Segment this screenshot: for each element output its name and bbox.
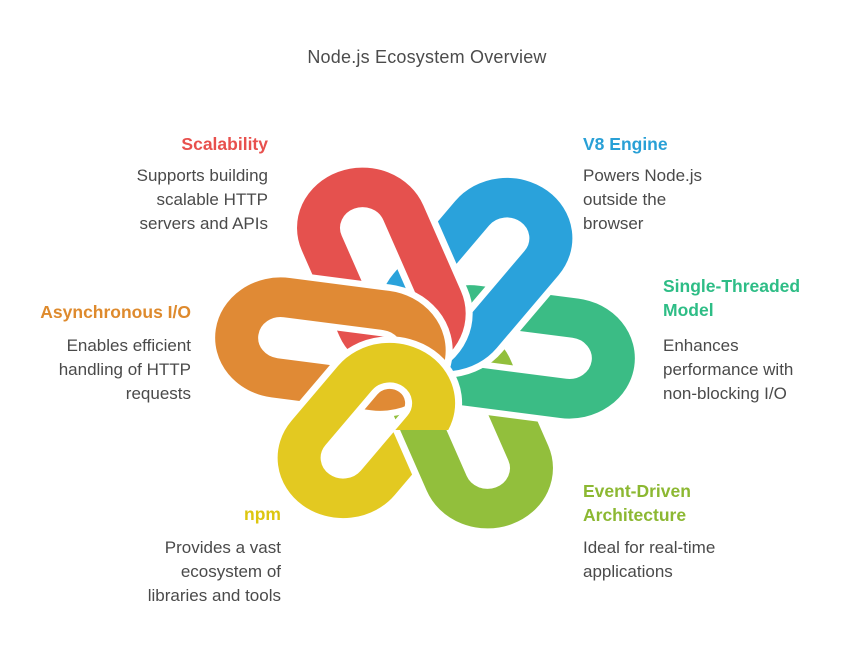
page-title: Node.js Ecosystem Overview xyxy=(307,47,547,67)
heading-line: Event-Driven xyxy=(583,481,691,501)
section-description: Powers Node.js outside the browser xyxy=(583,164,783,236)
heading-line: V8 Engine xyxy=(583,134,668,154)
description-line: Powers Node.js xyxy=(583,166,703,185)
section-v8-engine: V8 Engine Powers Node.js outside the bro… xyxy=(583,132,783,236)
description-line: non-blocking I/O xyxy=(663,384,787,403)
description-line: Enhances xyxy=(663,336,739,355)
description-line: browser xyxy=(583,214,644,233)
section-heading: Scalability xyxy=(68,132,268,156)
description-line: outside the xyxy=(583,190,667,209)
heading-line: Scalability xyxy=(181,134,268,154)
description-line: Provides a vast xyxy=(164,538,281,557)
description-line: requests xyxy=(125,384,191,403)
knot-loop-npm xyxy=(270,336,463,525)
description-line: Supports building xyxy=(136,166,268,185)
heading-line: Single-Threaded xyxy=(663,276,801,296)
description-line: performance with xyxy=(663,360,794,379)
heading-line: Model xyxy=(663,300,714,320)
knot-loop-event-driven-weave-patch xyxy=(377,430,480,535)
description-line: Ideal for real-time xyxy=(583,538,716,557)
section-npm: npm Provides a vast ecosystem of librari… xyxy=(81,502,281,608)
heading-line: Architecture xyxy=(583,505,687,525)
section-event-driven-architecture: Event-Driven Architecture Ideal for real… xyxy=(583,479,783,584)
section-heading: Event-Driven Architecture xyxy=(583,479,783,527)
section-scalability: Scalability Supports building scalable H… xyxy=(68,132,268,236)
section-heading: Asynchronous I/O xyxy=(0,300,191,324)
section-description: Provides a vast ecosystem of libraries a… xyxy=(81,536,281,608)
description-line: scalable HTTP xyxy=(156,190,268,209)
section-description: Supports building scalable HTTP servers … xyxy=(68,164,268,236)
description-line: libraries and tools xyxy=(147,586,281,605)
section-single-threaded-model: Single-Threaded Model Enhances performan… xyxy=(663,274,843,406)
section-heading: V8 Engine xyxy=(583,132,783,156)
description-line: applications xyxy=(583,562,673,581)
description-line: servers and APIs xyxy=(139,214,268,233)
heading-line: npm xyxy=(244,504,281,524)
heading-line: Asynchronous I/O xyxy=(40,302,191,322)
description-line: Enables efficient xyxy=(66,336,191,355)
section-description: Enhances performance with non-blocking I… xyxy=(663,334,843,406)
section-heading: Single-Threaded Model xyxy=(663,274,843,322)
section-heading: npm xyxy=(81,502,281,526)
section-description: Enables efficient handling of HTTP reque… xyxy=(0,334,191,406)
description-line: handling of HTTP xyxy=(58,360,191,379)
section-asynchronous-io: Asynchronous I/O Enables efficient handl… xyxy=(0,300,191,406)
section-description: Ideal for real-time applications xyxy=(583,536,783,584)
description-line: ecosystem of xyxy=(180,562,281,581)
